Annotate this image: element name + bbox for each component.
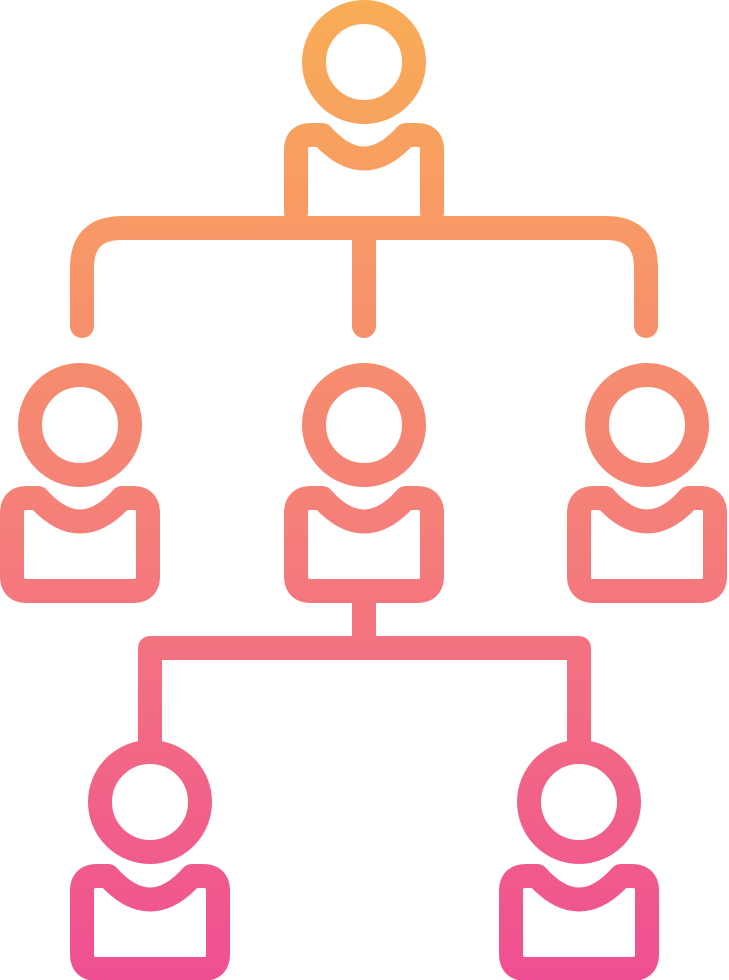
connector-top-to-middle [70, 216, 658, 338]
person-icon-middle-left [0, 363, 160, 603]
person-head [517, 740, 641, 864]
person-icon-bottom-left [70, 740, 230, 980]
person-body [70, 864, 230, 980]
person-head [585, 363, 709, 487]
person-icon-bottom-right [499, 740, 659, 980]
person-body [567, 486, 727, 603]
person-head [88, 740, 212, 864]
person-icon-middle-center [284, 363, 444, 603]
connector-branch [138, 636, 591, 757]
person-body [284, 123, 444, 224]
person-body [499, 864, 659, 980]
connector-middle-to-bottom [138, 579, 591, 757]
person-head [302, 363, 426, 487]
person-icon-middle-right [567, 363, 727, 603]
person-head [302, 0, 426, 124]
person-head [18, 363, 142, 487]
person-body [0, 486, 160, 603]
person-body [284, 486, 444, 603]
person-icon-top [284, 0, 444, 224]
